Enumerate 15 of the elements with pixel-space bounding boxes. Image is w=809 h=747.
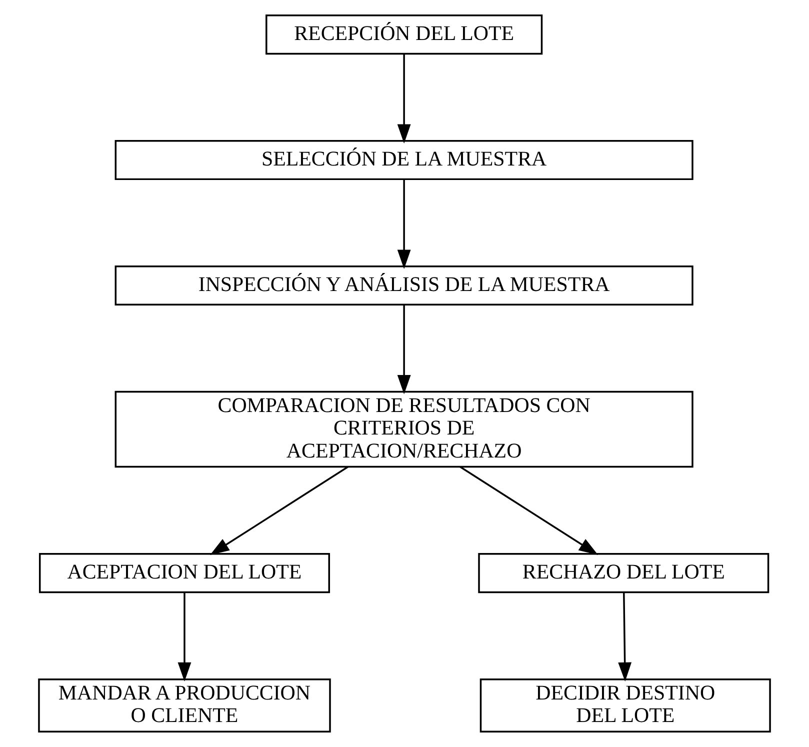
node-box: SELECCIÓN DE LA MUESTRA bbox=[114, 140, 694, 180]
node-box: INSPECCIÓN Y ANÁLISIS DE LA MUESTRA bbox=[114, 265, 694, 306]
node-box: ACEPTACION DEL LOTE bbox=[38, 553, 330, 594]
node-box: DECIDIR DESTINO DEL LOTE bbox=[480, 678, 771, 732]
arrow bbox=[397, 305, 411, 394]
arrow bbox=[460, 466, 598, 555]
arrow bbox=[397, 54, 411, 144]
arrow bbox=[618, 592, 632, 682]
node-box: RECHAZO DEL LOTE bbox=[478, 553, 770, 594]
arrow bbox=[397, 179, 411, 269]
node-box: MANDAR A PRODUCCION O CLIENTE bbox=[38, 678, 331, 732]
arrow bbox=[210, 466, 349, 555]
node-box: COMPARACION DE RESULTADOS CON CRITERIOS DE ACEPTACION/RECHAZO bbox=[114, 390, 694, 468]
arrow bbox=[178, 592, 192, 682]
node-box: RECEPCIÓN DEL LOTE bbox=[266, 14, 543, 55]
